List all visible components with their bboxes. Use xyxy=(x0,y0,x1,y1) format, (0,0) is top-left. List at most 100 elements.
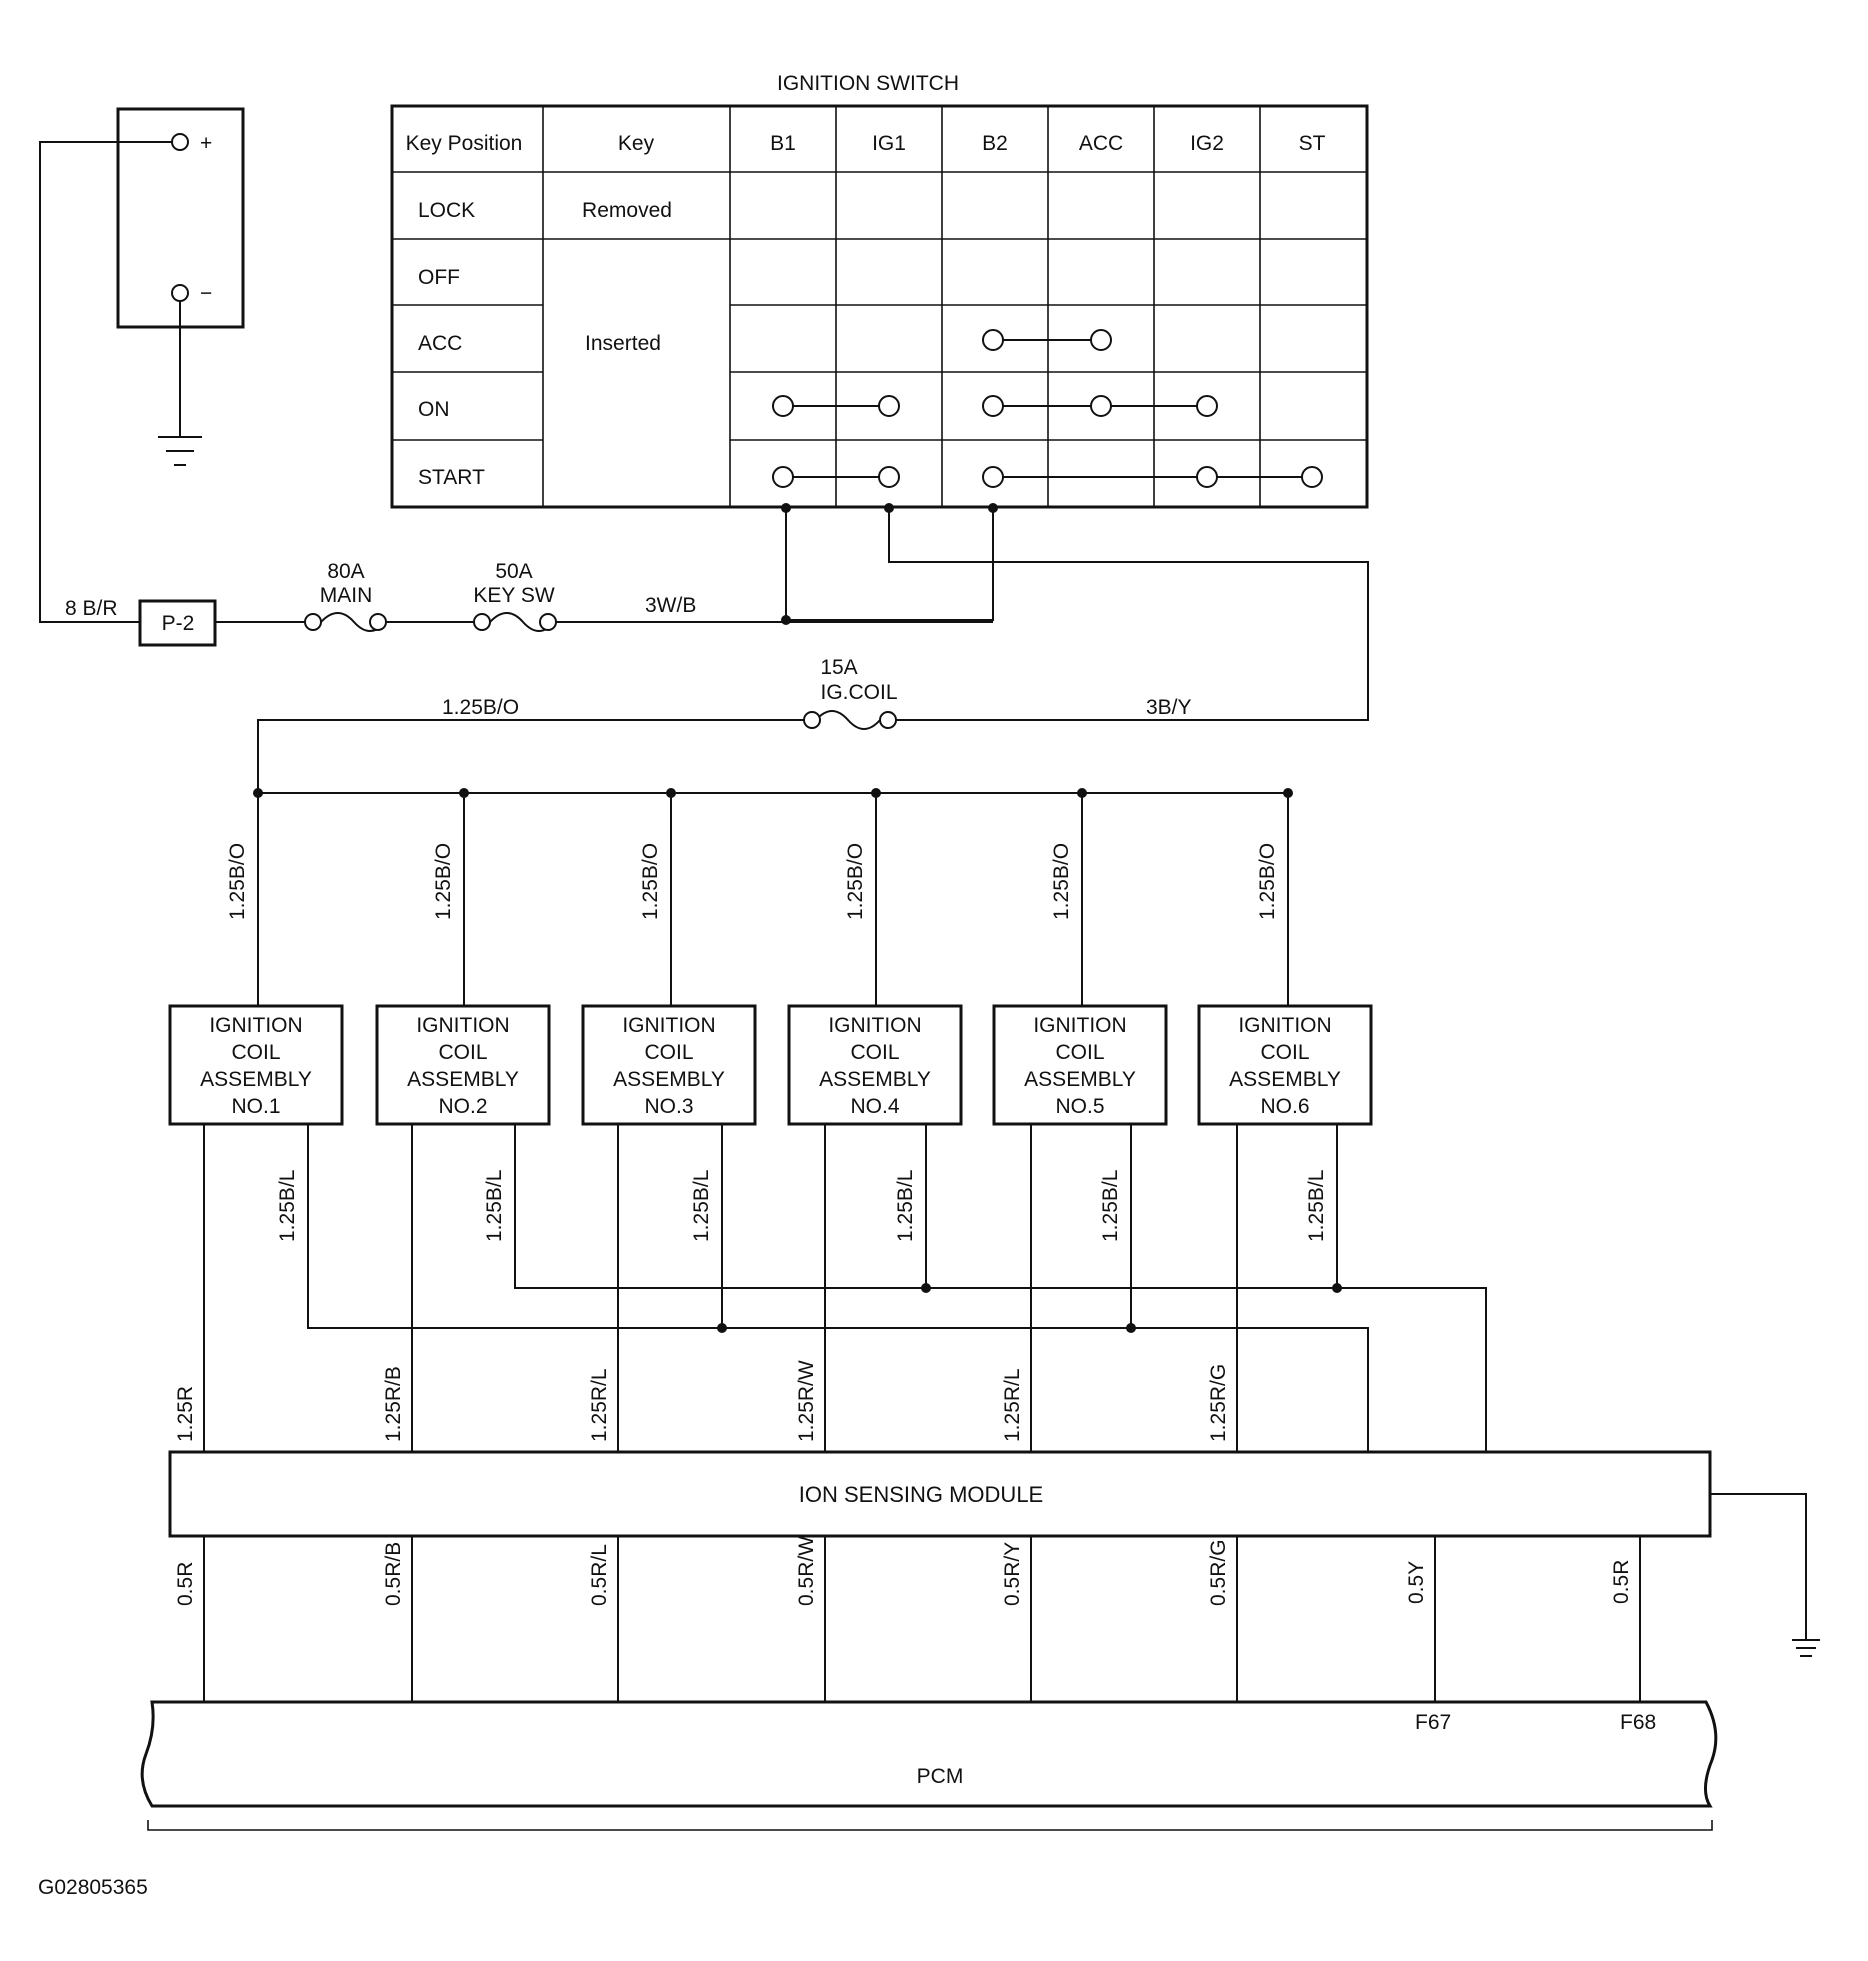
coil-label-line2: COIL xyxy=(231,1041,280,1064)
coil-label-line1: IGNITION xyxy=(1033,1014,1126,1037)
fuse-main-name: MAIN xyxy=(320,584,373,607)
coil-feed-wire xyxy=(257,719,804,793)
ignition-switch: IGNITION SWITCH Key Position Key B1 IG1 … xyxy=(390,72,1369,513)
pcm-signal-wire-label: 0.5R/B xyxy=(382,1542,405,1606)
coil-assembly-1: 1.25B/O IGNITION COIL ASSEMBLY NO.1 1.25R 0.5R… xyxy=(168,788,723,1735)
coil-label-line3: ASSEMBLY xyxy=(819,1068,931,1091)
coil-box xyxy=(168,1004,344,1126)
pcm-extra-wire-label: 0.5R xyxy=(1610,1560,1633,1604)
coil-signal-wire-label: 1.25R/G xyxy=(1207,1364,1230,1442)
coil-label-line1: IGNITION xyxy=(1238,1014,1331,1037)
ion-module-box xyxy=(168,1450,1712,1538)
coil-ground-wire-label: 1.25B/L xyxy=(276,1170,299,1242)
ignition-switch-title: IGNITION SWITCH xyxy=(777,72,959,95)
coil-assembly-3: 1.25B/OIGNITIONCOILASSEMBLYNO.31.25R/L0.… xyxy=(581,788,757,1735)
header-key: Key xyxy=(618,132,655,155)
fuse-main-rating: 80A xyxy=(327,560,364,583)
pcm-bracket xyxy=(147,1820,1713,1831)
coil-label-line2: COIL xyxy=(438,1041,487,1064)
connection-on-b1-ig1 xyxy=(772,395,900,417)
coil-label-line1: IGNITION xyxy=(416,1014,509,1037)
wire-label-8br: 8 B/R xyxy=(65,597,118,620)
ion-module-label: ION SENSING MODULE xyxy=(799,1482,1043,1507)
fuse-ig-coil-rating: 15A xyxy=(820,656,857,679)
coil-signal-wire-label: 1.25R/L xyxy=(1001,1368,1024,1442)
splice-dot xyxy=(666,788,676,798)
key-inserted: Inserted xyxy=(585,332,661,355)
coil-label-line2: COIL xyxy=(850,1041,899,1064)
coil-box xyxy=(992,1004,1168,1126)
coil-feed-wire-label: 1.25B/O xyxy=(432,843,455,920)
pcm-signal-wire-label: 0.5R/G xyxy=(1207,1539,1230,1606)
battery-feed-wire xyxy=(39,141,172,623)
coil-assembly-2: 1.25B/OIGNITIONCOILASSEMBLYNO.21.25R/B0.… xyxy=(375,788,928,1735)
ig1-wire xyxy=(888,508,1369,721)
coil-label-line2: COIL xyxy=(644,1041,693,1064)
battery-negative-terminal xyxy=(171,284,189,302)
coil-ground-wire-label: 1.25B/L xyxy=(1305,1170,1328,1242)
coil-feed-wire-label: 1.25B/O xyxy=(844,843,867,920)
key-removed: Removed xyxy=(582,199,672,222)
splice-dot xyxy=(871,788,881,798)
coil-label-line4: NO.5 xyxy=(1055,1095,1104,1118)
pcm-extra-pin-label: F67 xyxy=(1415,1711,1451,1734)
coil-assembly-6: 1.25B/OIGNITIONCOILASSEMBLYNO.61.25R/G0.… xyxy=(1197,788,1373,1735)
connection-on-b2-acc-ig2 xyxy=(982,395,1218,417)
coil-label-line2: COIL xyxy=(1260,1041,1309,1064)
coil-label-line3: ASSEMBLY xyxy=(1229,1068,1341,1091)
battery-minus-label: − xyxy=(200,282,212,305)
wire-label-3wb: 3W/B xyxy=(645,594,696,617)
coil-label-line4: NO.4 xyxy=(850,1095,899,1118)
coil-label-line4: NO.1 xyxy=(231,1095,280,1118)
ig-coil-circuit: 3B/Y 15A IG.COIL 1.25B/O xyxy=(257,508,1369,794)
coil-feed-wire-label: 1.25B/O xyxy=(226,843,249,920)
wire-label-125bo: 1.25B/O xyxy=(442,696,519,719)
splice-dot xyxy=(459,788,469,798)
coil-assembly-4: 1.25B/OIGNITIONCOILASSEMBLYNO.41.25R/W0.… xyxy=(787,788,963,1735)
fuse-main xyxy=(304,612,387,632)
connector-p2-label: P-2 xyxy=(162,612,195,635)
coil-feed-wire-label: 1.25B/O xyxy=(1050,843,1073,920)
header-terminal-b2: B2 xyxy=(982,132,1008,155)
connection-start-b2-ig2-st xyxy=(982,466,1323,488)
coil-signal-wire-label: 1.25R/L xyxy=(588,1368,611,1442)
coil-feed-wire-label: 1.25B/O xyxy=(1256,843,1279,920)
ground-return-buses xyxy=(308,1287,1487,1452)
wire-label-3by: 3B/Y xyxy=(1146,696,1192,719)
pcm-extra-pins: 0.5Y F67 0.5R F68 xyxy=(1405,1536,1656,1734)
pcm-signal-wire-label: 0.5R/L xyxy=(588,1544,611,1606)
pcm-extra-pin-label: F68 xyxy=(1620,1711,1656,1734)
row-lock: LOCK xyxy=(418,199,475,222)
coil-label-line3: ASSEMBLY xyxy=(1024,1068,1136,1091)
coil-assemblies: 1.25B/O IGNITION COIL ASSEMBLY NO.1 1.25R 0.5R… xyxy=(168,788,1487,1735)
splice-dot xyxy=(1077,788,1087,798)
header-key-position: Key Position xyxy=(406,132,523,155)
coil-feed-wire-label: 1.25B/O xyxy=(639,843,662,920)
coil-label-line1: IGNITION xyxy=(622,1014,715,1037)
header-terminal-st: ST xyxy=(1299,132,1326,155)
fuse-ig-coil xyxy=(803,710,897,730)
header-terminal-ig1: IG1 xyxy=(872,132,906,155)
pcm-signal-wire-label: 0.5R xyxy=(174,1562,197,1606)
coil-label-line4: NO.2 xyxy=(438,1095,487,1118)
coil-label-line1: IGNITION xyxy=(828,1014,921,1037)
coil-label-line2: COIL xyxy=(1055,1041,1104,1064)
coil-label-line3: ASSEMBLY xyxy=(613,1068,725,1091)
coil-signal-wire-label: 1.25R xyxy=(174,1386,197,1442)
coil-box xyxy=(1197,1004,1373,1126)
splice-dot xyxy=(253,788,263,798)
feed-circuit: 8 B/R P-2 80A MAIN 50A KEY SW 3W/B xyxy=(65,508,994,647)
row-on: ON xyxy=(418,398,450,421)
fuse-key-sw-rating: 50A xyxy=(495,560,532,583)
pcm-label: PCM xyxy=(917,1765,964,1788)
coil-ground-wire-label: 1.25B/L xyxy=(894,1170,917,1242)
coil-box xyxy=(787,1004,963,1126)
coil-label-line3: ASSEMBLY xyxy=(200,1068,312,1091)
switch-table xyxy=(390,104,1369,509)
fuse-ig-coil-name: IG.COIL xyxy=(820,681,897,704)
battery-ground-icon xyxy=(158,436,202,466)
header-terminal-acc: ACC xyxy=(1079,132,1123,155)
row-start: START xyxy=(418,466,485,489)
pcm-extra-wire-label: 0.5Y xyxy=(1405,1561,1428,1604)
